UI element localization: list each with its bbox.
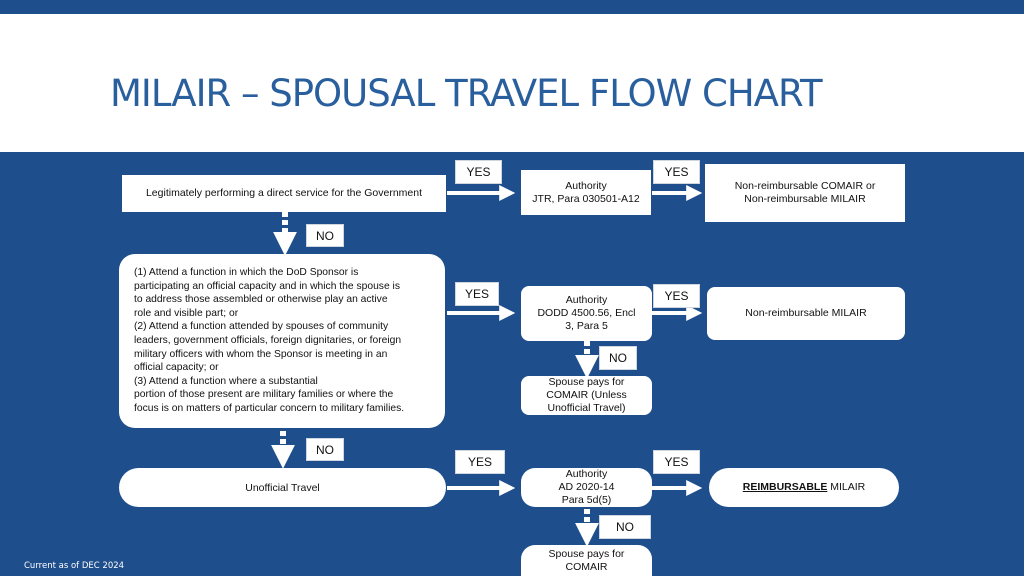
- reimbursable-emphasis: REIMBURSABLE: [742, 481, 828, 493]
- no-label: NO: [306, 438, 344, 461]
- authority-ad-box: Authority AD 2020-14 Para 5d(5): [521, 468, 652, 507]
- condition-line: focus is on matters of particular concer…: [134, 402, 405, 414]
- result-line: MILAIR: [827, 481, 866, 493]
- unofficial-travel-box: Unofficial Travel: [119, 468, 446, 507]
- result-reimbursable-milair-box: REIMBURSABLE MILAIR: [709, 468, 899, 507]
- yes-label: YES: [455, 282, 499, 306]
- page-title: MILAIR – SPOUSAL TRAVEL FLOW CHART: [110, 72, 823, 115]
- yes-label: YES: [653, 450, 700, 474]
- authority-jtr-box: Authority JTR, Para 030501-A12: [521, 170, 651, 215]
- yes-label: YES: [455, 450, 505, 474]
- condition-line: (2) Attend a function attended by spouse…: [134, 321, 389, 333]
- authority-heading: Authority: [565, 179, 607, 192]
- no-label: NO: [599, 346, 637, 370]
- outcome-line: Spouse pays for: [548, 376, 625, 388]
- top-bar: [0, 0, 1024, 14]
- authority-reference: AD 2020-14: [558, 481, 615, 493]
- authority-reference: JTR, Para 030501-A12: [532, 192, 640, 205]
- authority-heading: Authority: [565, 294, 608, 306]
- footer-date: Current as of DEC 2024: [24, 561, 125, 571]
- condition-line: to address those assembled or otherwise …: [134, 294, 388, 306]
- condition-line: (3) Attend a function where a substantia…: [134, 375, 318, 387]
- condition-line: (1) Attend a function in which the DoD S…: [134, 267, 359, 278]
- result-nonreimbursable-comair-box: Non-reimbursable COMAIR or Non-reimbursa…: [705, 164, 905, 222]
- authority-dodd-box: Authority DODD 4500.56, Encl 3, Para 5: [521, 286, 652, 341]
- authority-reference: Para 5d(5): [561, 494, 612, 506]
- condition-line: role and visible part; or: [134, 307, 239, 319]
- outcome-line: COMAIR: [565, 560, 608, 573]
- spouse-pays-comair-final-box: Spouse pays for COMAIR: [521, 545, 652, 576]
- start-direct-service-text: Legitimately performing a direct service…: [145, 187, 423, 199]
- outcome-line: COMAIR (Unless: [546, 389, 627, 401]
- result-nonreimbursable-milair-box: Non-reimbursable MILAIR: [707, 287, 905, 340]
- yes-label: YES: [653, 160, 700, 184]
- no-label: NO: [599, 515, 651, 539]
- spouse-pays-comair-box: Spouse pays for COMAIR (Unless Unofficia…: [521, 376, 652, 415]
- official-function-conditions-box: (1) Attend a function in which the DoD S…: [119, 254, 445, 428]
- start-direct-service-box: Legitimately performing a direct service…: [122, 175, 446, 212]
- yes-label: YES: [455, 160, 502, 184]
- outcome-line: Unofficial Travel): [547, 402, 626, 414]
- outcome-line: Spouse pays for: [548, 547, 625, 560]
- result-line: Non-reimbursable MILAIR: [744, 193, 866, 205]
- yes-label: YES: [653, 284, 700, 308]
- condition-line: military officers with whom the Sponsor …: [134, 348, 388, 360]
- condition-line: participating an official capacity and i…: [134, 280, 400, 292]
- condition-line: leaders, government officials, foreign d…: [134, 334, 402, 346]
- unofficial-travel-text: Unofficial Travel: [245, 482, 320, 494]
- condition-line: portion of those present are military fa…: [134, 389, 394, 401]
- header-band: MILAIR – SPOUSAL TRAVEL FLOW CHART: [0, 14, 1024, 152]
- condition-line: official capacity; or: [134, 362, 219, 374]
- no-label: NO: [306, 224, 344, 247]
- authority-reference: DODD 4500.56, Encl: [537, 307, 636, 319]
- authority-reference: 3, Para 5: [565, 320, 608, 332]
- authority-heading: Authority: [565, 468, 608, 480]
- result-line: Non-reimbursable MILAIR: [745, 307, 867, 319]
- result-line: Non-reimbursable COMAIR or: [734, 180, 876, 192]
